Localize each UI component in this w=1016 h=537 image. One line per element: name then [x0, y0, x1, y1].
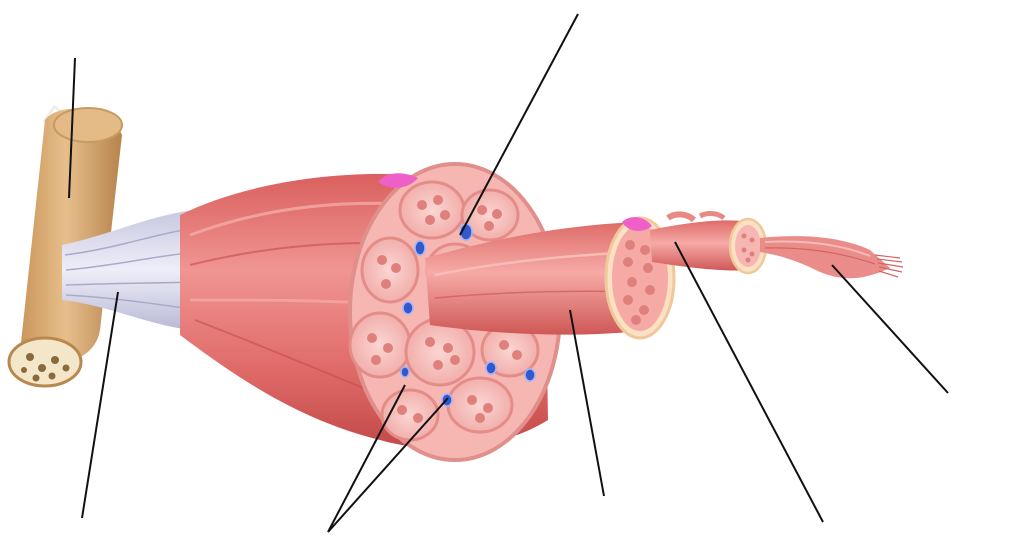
leader-line-muscle-fiber — [675, 242, 823, 522]
myofibril-icon — [760, 236, 903, 278]
leader-line-fascicle — [570, 310, 604, 496]
muscle-fiber-icon — [650, 214, 766, 273]
leader-line-myofibril — [832, 265, 948, 393]
